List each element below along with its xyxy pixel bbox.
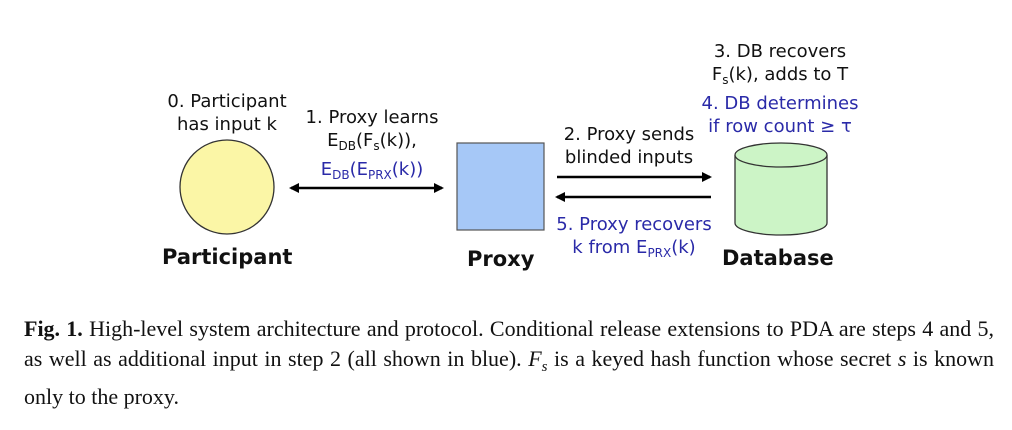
step-4-line1: 4. DB determines (701, 93, 859, 114)
step-1-line2: EDB(Fs(k)), (327, 130, 417, 153)
step-5-line1: 5. Proxy recovers (556, 214, 712, 235)
step-2-label: 2. Proxy sends blinded inputs (556, 123, 702, 169)
caption-fs-sub: s (541, 359, 548, 375)
step-2-line2: blinded inputs (564, 147, 694, 168)
step-2-line1: 2. Proxy sends (563, 124, 695, 145)
figure-caption: Fig. 1. High-level system architecture a… (24, 314, 994, 412)
database-node (734, 142, 828, 236)
architecture-diagram (179, 139, 828, 236)
step-1-label: 1. Proxy learns EDB(Fs(k)), EDB(EPRX(k)) (302, 106, 442, 187)
step-0-label: 0. Participant has input k (166, 90, 288, 136)
step-0-line1: 0. Participant (167, 91, 287, 112)
step-1-line1: 1. Proxy learns (305, 107, 439, 128)
step-5-line2: k from EPRX(k) (572, 237, 696, 260)
proxy-node (456, 142, 545, 231)
caption-text-3: is known only to the proxy. (24, 346, 994, 409)
caption-fs: F (528, 346, 542, 371)
participant-label: Participant (162, 245, 293, 269)
step-3-label: 3. DB recovers Fs(k), adds to T (700, 40, 860, 92)
participant-node (179, 139, 275, 235)
caption-text-1: High-level system architecture and proto… (24, 316, 994, 371)
figure-number: Fig. 1. (24, 316, 83, 341)
caption-text-2: is a keyed hash function whose secret (547, 346, 898, 371)
step-3-line1: 3. DB recovers (713, 41, 847, 62)
step-3-line2: Fs(k), adds to T (711, 64, 849, 87)
database-label: Database (722, 246, 834, 270)
step-4-label: 4. DB determines if row count ≥ τ (695, 92, 865, 138)
caption-s-var: s (897, 346, 907, 371)
step-5-label: 5. Proxy recovers k from EPRX(k) (556, 213, 712, 265)
step-4-line2: if row count ≥ τ (708, 116, 852, 137)
step-1-line3: EDB(EPRX(k)) (320, 159, 424, 182)
step-0-line2: has input k (177, 114, 277, 135)
proxy-label: Proxy (467, 247, 535, 271)
